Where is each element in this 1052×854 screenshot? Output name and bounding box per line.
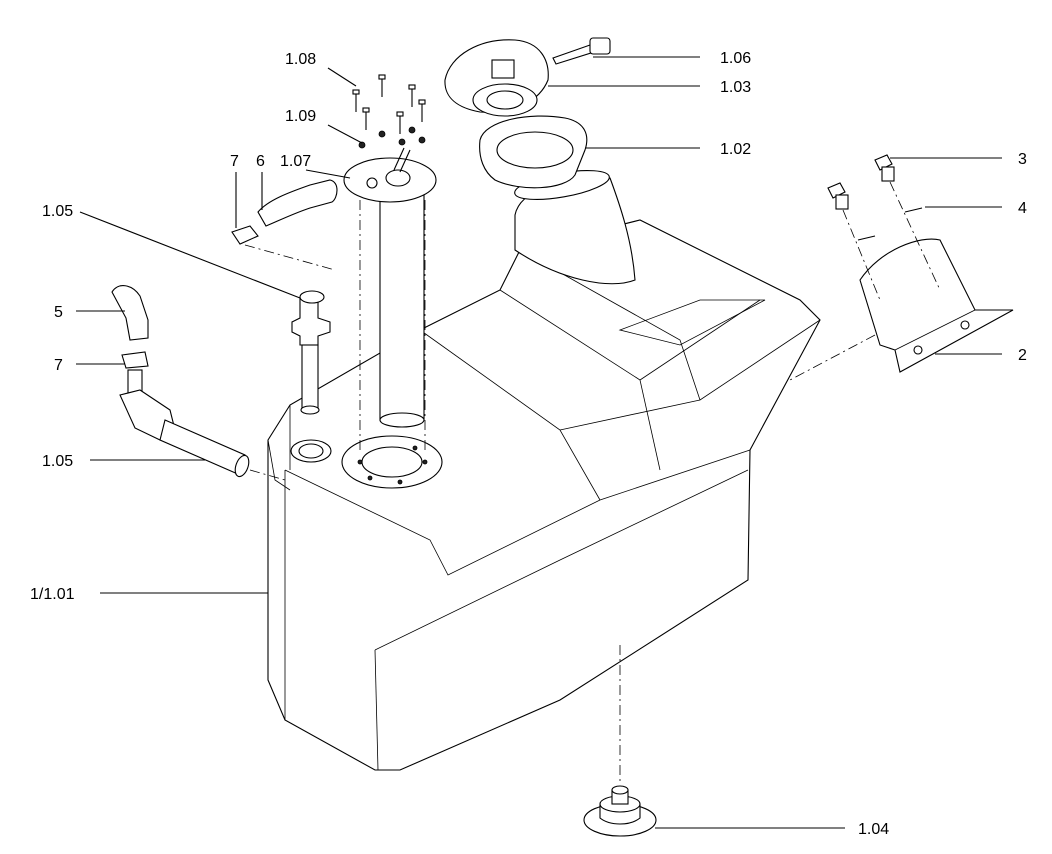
filler-neck [514, 169, 636, 285]
fitting-upper [291, 290, 331, 415]
hose-upper [231, 179, 338, 271]
leader-lines [76, 56, 1002, 829]
label-7-lower: 7 [54, 357, 63, 374]
part-labels: 1.06 1.03 1.02 1.08 1.09 1.07 7 6 1.05 5… [30, 50, 1027, 838]
label-1-02: 1.02 [720, 141, 751, 158]
mounting-bracket [859, 238, 1014, 373]
filler-cap [444, 39, 549, 117]
bracket-bolts [789, 154, 941, 381]
adapter-ring [479, 115, 588, 189]
fuel-sender-unit [343, 147, 437, 428]
fitting-lower [119, 389, 286, 481]
hose-lower [111, 285, 149, 397]
label-2: 2 [1018, 347, 1027, 364]
key-lock [552, 37, 611, 65]
label-1-05-lower: 1.05 [42, 453, 73, 470]
label-3: 3 [1018, 151, 1027, 168]
drain-plug [583, 645, 657, 837]
drain-opening [290, 439, 332, 463]
label-6: 6 [256, 153, 265, 170]
label-1-05-upper: 1.05 [42, 203, 73, 220]
label-1-1-01: 1/1.01 [30, 586, 75, 603]
label-1-09: 1.09 [285, 108, 316, 125]
label-1-04: 1.04 [858, 821, 889, 838]
label-5: 5 [54, 304, 63, 321]
fuel-tank-body [267, 219, 821, 771]
label-1-08: 1.08 [285, 51, 316, 68]
label-1-07: 1.07 [280, 153, 311, 170]
bolt-set [352, 74, 426, 450]
label-4: 4 [1018, 200, 1027, 217]
label-1-06: 1.06 [720, 50, 751, 67]
sender-opening [341, 435, 443, 489]
label-1-03: 1.03 [720, 79, 751, 96]
label-7-upper: 7 [230, 153, 239, 170]
